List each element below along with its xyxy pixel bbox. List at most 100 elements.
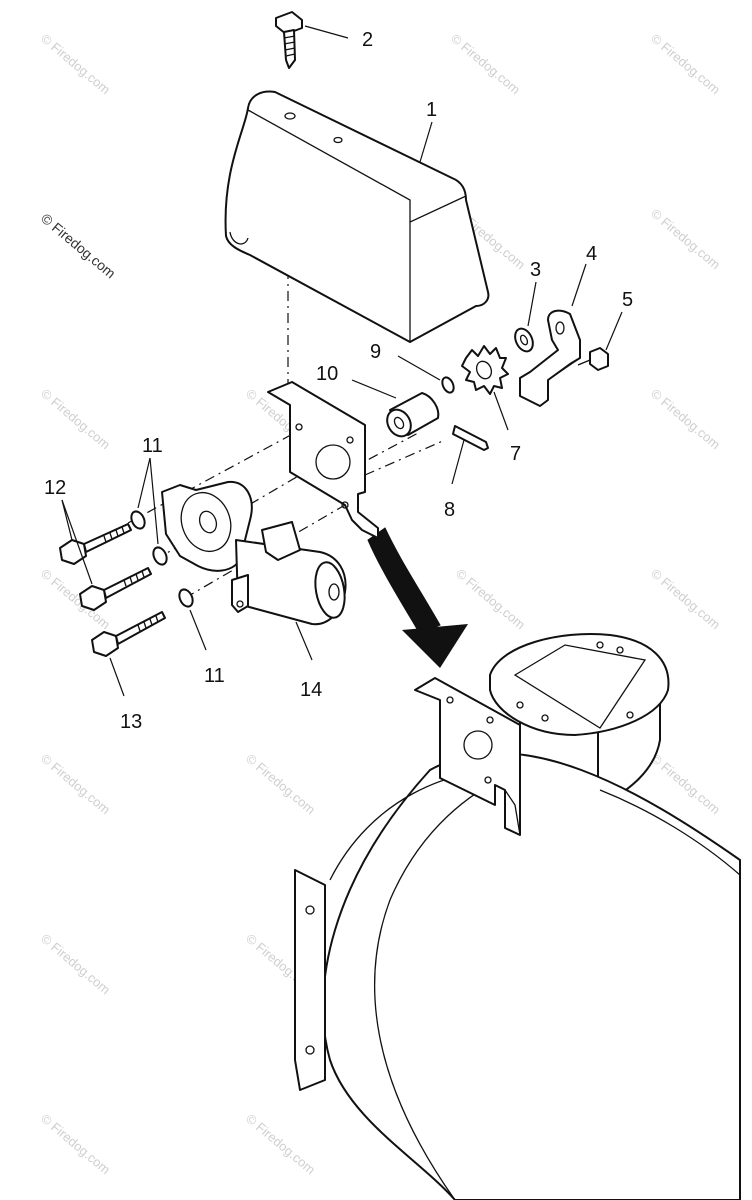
part-11-washer — [178, 588, 194, 608]
watermark: © Firedog.com — [243, 1111, 318, 1177]
callout-12: 12 — [44, 477, 66, 499]
callout-1: 1 — [426, 99, 437, 121]
bolt-head — [91, 631, 119, 657]
flange-hole — [596, 641, 604, 649]
part-3-washer — [514, 327, 534, 353]
chute-assembly — [294, 633, 741, 1200]
center-line — [127, 429, 301, 524]
leader-8 — [451, 439, 465, 485]
arrow-head — [402, 624, 468, 668]
leader-7 — [493, 391, 509, 431]
part-10-coupler — [386, 392, 440, 438]
callout-8: 8 — [444, 499, 455, 521]
leader-2 — [304, 25, 349, 39]
bracket-hole-small — [295, 423, 303, 431]
plate-hole — [463, 730, 493, 760]
leader-10 — [351, 379, 397, 399]
bracket-hole-small — [346, 436, 354, 444]
bolt-shank — [115, 611, 166, 645]
callout-5: 5 — [622, 289, 633, 311]
bracket-plate — [267, 381, 379, 539]
cover-hole — [333, 136, 343, 144]
chute-opening — [513, 644, 647, 729]
copyright-notice: © Firedog.com — [38, 210, 119, 281]
drum-body — [322, 752, 741, 1200]
gear-hub — [475, 360, 493, 380]
drum-seam — [599, 789, 741, 876]
bracket-hole — [305, 1045, 315, 1055]
watermark: © Firedog.com — [453, 566, 528, 632]
watermark: © Firedog.com — [38, 1111, 113, 1177]
bolt-head — [59, 539, 87, 565]
part-4-bracket — [519, 309, 581, 407]
motor-end-boss — [328, 583, 340, 601]
motor-mount-hole — [236, 600, 244, 608]
callout-labels: 2 1 3 4 5 9 10 7 8 11 12 11 14 13 — [44, 29, 633, 733]
flange-hole — [616, 646, 624, 654]
bolt-head — [79, 585, 107, 611]
watermark: © Firedog.com — [448, 31, 523, 97]
bolt-shank — [103, 567, 152, 599]
motor-output-hub — [198, 510, 218, 534]
part-13-bolt — [91, 611, 166, 657]
watermark: © Firedog.com — [38, 31, 113, 97]
washer-inner — [519, 334, 529, 346]
curved-arrow — [367, 527, 468, 668]
plate-gusset — [504, 789, 521, 836]
part-11-washer — [130, 510, 146, 530]
leader-1 — [419, 121, 433, 163]
drum-edge — [329, 768, 521, 1200]
arrow-shaft — [367, 527, 441, 635]
part-11-washer — [152, 546, 168, 566]
flange-hole — [516, 701, 524, 709]
leader-11a — [149, 457, 159, 545]
part-1-cover — [224, 90, 490, 343]
part-12-bolt — [59, 523, 132, 565]
leader-11a — [137, 457, 151, 509]
screw-thread — [283, 35, 296, 57]
plate-hole-small — [484, 776, 492, 784]
leader-3 — [527, 281, 537, 327]
leader-4 — [571, 263, 587, 307]
part-12-bolt — [79, 567, 152, 611]
callout-2: 2 — [362, 29, 373, 51]
bolt-thread — [137, 615, 159, 632]
watermark: © Firedog.com — [38, 386, 113, 452]
watermark: © Firedog.com — [38, 931, 113, 997]
cover-notch — [229, 231, 249, 245]
coupler-end — [386, 408, 412, 438]
bolt-thread — [103, 526, 125, 543]
watermark: © Firedog.com — [648, 566, 723, 632]
bracket-arm — [519, 309, 581, 407]
callout-3: 3 — [530, 259, 541, 281]
motor-bracket — [267, 381, 379, 539]
flange-hole — [626, 711, 634, 719]
callout-13: 13 — [120, 711, 142, 733]
cover-top-edge — [247, 109, 411, 222]
flange-hole — [541, 714, 549, 722]
chute-flange — [489, 633, 670, 736]
motor-end-cap — [314, 561, 346, 619]
screw-head — [275, 11, 303, 35]
motor-output — [180, 491, 232, 553]
part-8-pin — [452, 425, 489, 451]
watermark: © Firedog.com — [648, 206, 723, 272]
watermark: © Firedog.com — [243, 751, 318, 817]
leader-lines — [61, 25, 623, 697]
coupler-bore — [393, 416, 405, 430]
leader-12 — [61, 499, 93, 585]
leader-9 — [397, 355, 441, 381]
callout-11: 11 — [204, 665, 225, 687]
part-7-gear — [461, 345, 509, 395]
cover-hole — [284, 112, 296, 120]
bracket-arm-hole — [555, 321, 565, 335]
nut-shaft — [577, 359, 591, 366]
part-2-screw — [275, 11, 303, 69]
bracket-hole-small — [341, 501, 349, 509]
callout-7: 7 — [510, 443, 521, 465]
leader-14 — [295, 621, 313, 661]
leader-11b — [189, 609, 207, 651]
washer-outer — [514, 327, 534, 353]
watermark: © Firedog.com — [648, 386, 723, 452]
